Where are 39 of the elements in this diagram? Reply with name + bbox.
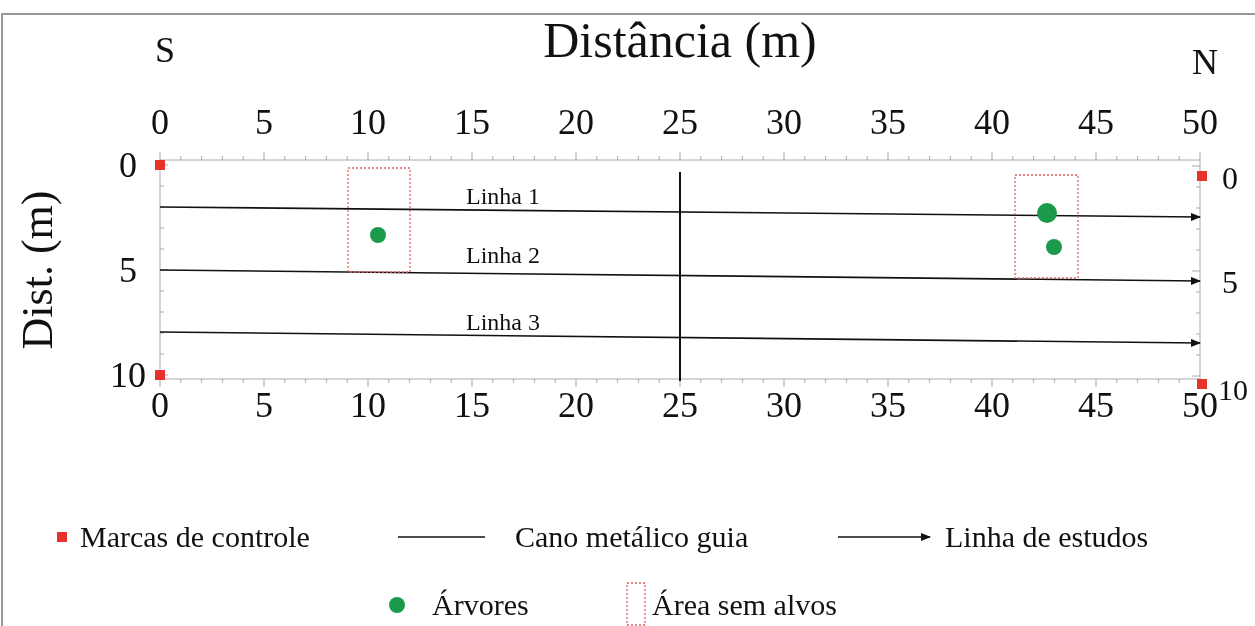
legend-label: Árvores [432, 590, 529, 620]
tick-label: 0 [151, 387, 169, 423]
tick-label: 10 [110, 357, 146, 393]
tick-label: 30 [766, 387, 802, 423]
tick-label: 40 [974, 387, 1010, 423]
legend-label: Marcas de controle [80, 522, 310, 552]
line-label: Linha 3 [466, 310, 540, 334]
tick-label: 10 [1218, 375, 1248, 405]
direction-label: N [1192, 44, 1218, 80]
tick-label: 25 [662, 104, 698, 140]
tick-label: 10 [350, 387, 386, 423]
tick-label: 45 [1078, 104, 1114, 140]
tick-label: 5 [119, 252, 137, 288]
tick-label: 35 [870, 104, 906, 140]
tick-label: 0 [119, 147, 137, 183]
tick-label: 20 [558, 104, 594, 140]
tick-label: 5 [255, 104, 273, 140]
tick-label: 30 [766, 104, 802, 140]
legend-label: Linha de estudos [945, 522, 1149, 552]
tick-label: 50 [1182, 387, 1218, 423]
tick-label: 15 [454, 104, 490, 140]
line-label: Linha 2 [466, 243, 540, 267]
line-label: Linha 1 [466, 184, 540, 208]
tick-label: 5 [255, 387, 273, 423]
direction-label: S [155, 32, 175, 68]
tick-label: 25 [662, 387, 698, 423]
tick-label: 0 [1222, 162, 1238, 194]
tick-label: 45 [1078, 387, 1114, 423]
legend-label: Área sem alvos [652, 590, 837, 620]
tick-label: 5 [1222, 266, 1238, 298]
legend-label: Cano metálico guia [515, 522, 749, 552]
tick-label: 35 [870, 387, 906, 423]
tick-label: 50 [1182, 104, 1218, 140]
tick-label: 0 [151, 104, 169, 140]
tick-label: 10 [350, 104, 386, 140]
tick-label: 15 [454, 387, 490, 423]
tick-label: 20 [558, 387, 594, 423]
tick-label: 40 [974, 104, 1010, 140]
axis-title: Dist. (m) [16, 190, 60, 350]
